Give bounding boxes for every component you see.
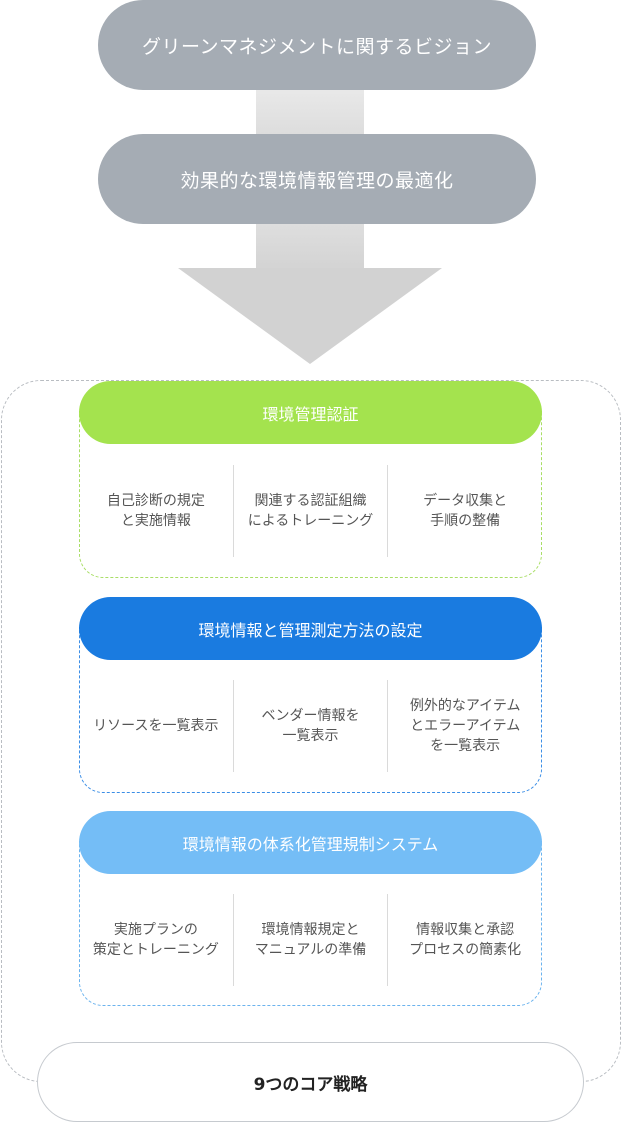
section-items: 自己診断の規定 と実施情報 関連する認証組織 によるトレーニング データ収集と … <box>79 465 542 557</box>
section-management-system: 環境情報の体系化管理規制システム 実施プランの 策定とトレーニング 環境情報規定… <box>79 811 542 1006</box>
section-title: 環境情報と管理測定方法の設定 <box>198 620 423 640</box>
section-items: リソースを一覧表示 ベンダー情報を 一覧表示 例外的なアイテム とエラーアイテム… <box>79 680 542 772</box>
vision-pill: グリーンマネジメントに関するビジョン <box>98 0 536 90</box>
section-header: 環境情報の体系化管理規制システム <box>79 811 542 874</box>
section-item: 情報収集と承認 プロセスの簡素化 <box>387 894 542 986</box>
section-item: 関連する認証組織 によるトレーニング <box>232 465 388 557</box>
section-env-certification: 環境管理認証 自己診断の規定 と実施情報 関連する認証組織 によるトレーニング … <box>79 381 542 578</box>
goal-label: 効果的な環境情報管理の最適化 <box>180 169 454 192</box>
core-strategy-pill: 9つのコア戦略 <box>37 1042 584 1122</box>
section-item: ベンダー情報を 一覧表示 <box>232 680 388 772</box>
section-item: 実施プランの 策定とトレーニング <box>92 922 219 958</box>
section-item: 例外的なアイテム とエラーアイテム を一覧表示 <box>387 680 542 772</box>
section-items: 実施プランの 策定とトレーニング 環境情報規定と マニュアルの準備 情報収集と承… <box>79 894 542 986</box>
down-arrow-icon <box>178 268 442 364</box>
section-item: 自己診断の規定 と実施情報 <box>106 493 205 529</box>
section-title: 環境管理認証 <box>262 404 359 424</box>
vision-label: グリーンマネジメントに関するビジョン <box>141 35 493 58</box>
section-title: 環境情報の体系化管理規制システム <box>182 834 439 854</box>
section-header: 環境管理認証 <box>79 381 542 444</box>
section-item: 環境情報規定と マニュアルの準備 <box>232 894 388 986</box>
core-strategy-label: 9つのコア戦略 <box>253 1074 368 1095</box>
connector-bar <box>256 88 364 138</box>
goal-pill: 効果的な環境情報管理の最適化 <box>98 134 536 224</box>
section-measurement-setup: 環境情報と管理測定方法の設定 リソースを一覧表示 ベンダー情報を 一覧表示 例外… <box>79 597 542 793</box>
section-item: データ収集と 手順の整備 <box>387 465 542 557</box>
arrow-stem <box>256 224 364 270</box>
section-item: リソースを一覧表示 <box>93 718 219 734</box>
section-header: 環境情報と管理測定方法の設定 <box>79 597 542 660</box>
